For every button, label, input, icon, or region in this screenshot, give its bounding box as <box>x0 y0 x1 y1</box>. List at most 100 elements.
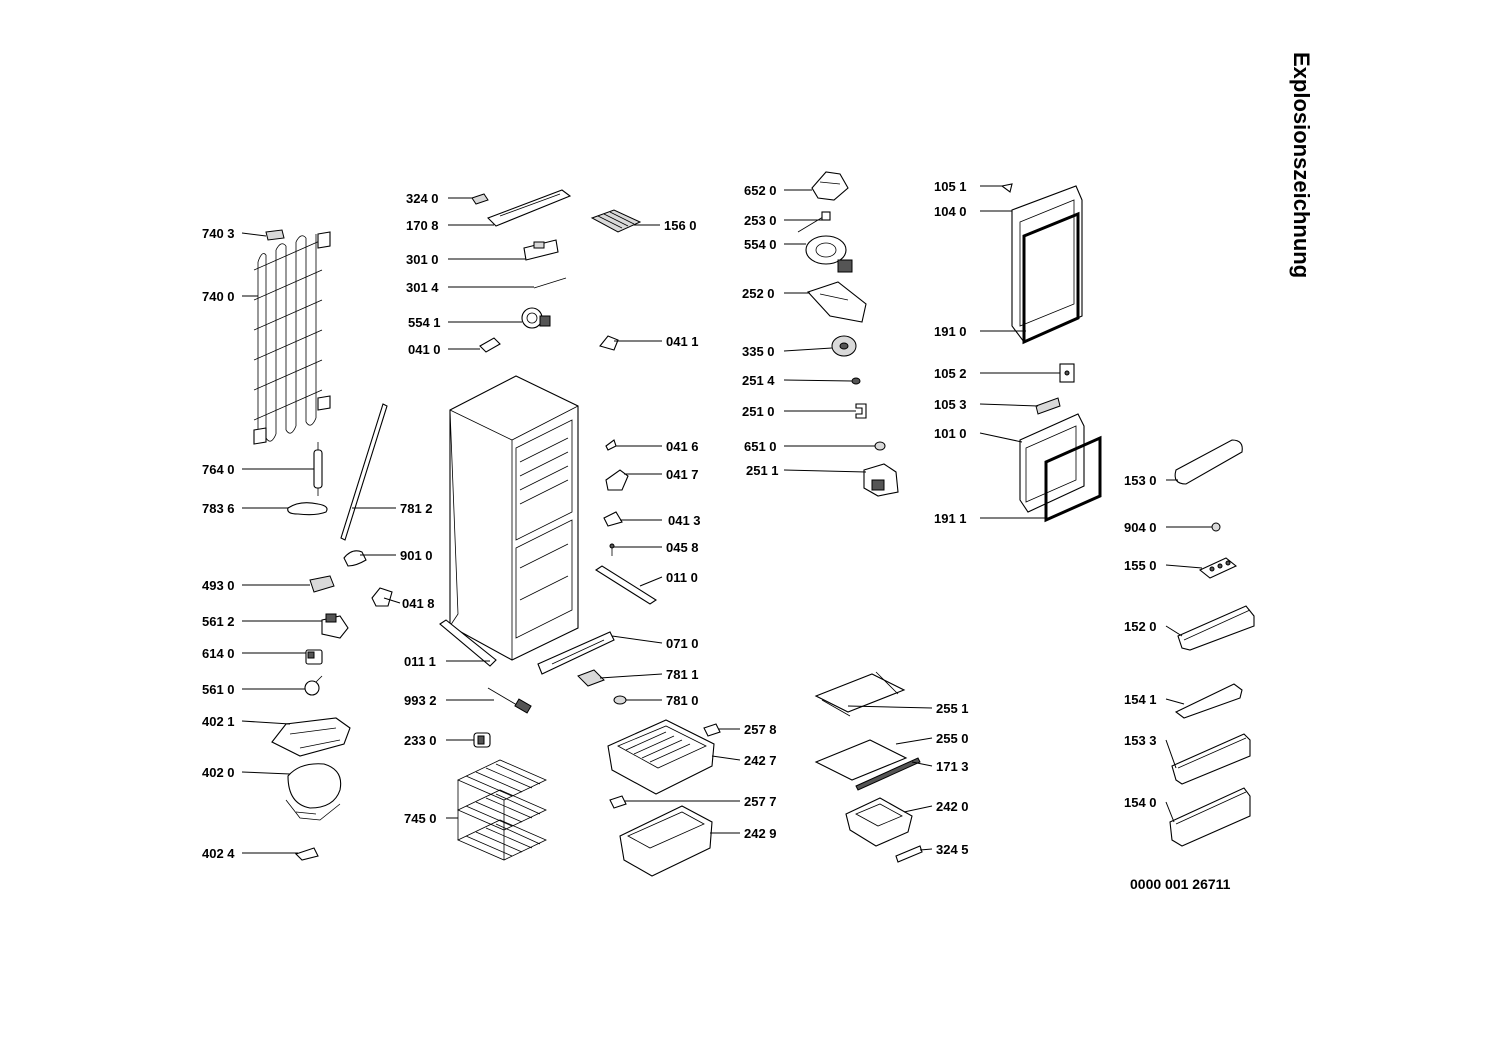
part-242-0-drawer <box>845 797 913 847</box>
part-561-2-relay-cover <box>321 613 349 639</box>
part-041-7-bracket <box>605 469 629 491</box>
label-011-0: 011 0 <box>666 570 698 585</box>
part-901-0-clip <box>343 550 367 567</box>
label-153-0: 153 0 <box>1124 473 1157 488</box>
part-614-0-relay <box>305 649 323 665</box>
part-041-1-bracket <box>599 335 619 351</box>
part-252-0-fan-housing <box>807 281 867 323</box>
part-153-0-egg-tray-cover <box>1174 439 1243 485</box>
label-171-3: 171 3 <box>936 759 969 774</box>
part-554-0-fan <box>805 235 853 273</box>
label-156-0: 156 0 <box>664 218 697 233</box>
label-904-0: 904 0 <box>1124 520 1157 535</box>
part-155-0-egg-tray <box>1198 557 1238 579</box>
part-011-0-rail <box>594 565 658 605</box>
label-901-0: 901 0 <box>400 548 433 563</box>
label-105-1: 105 1 <box>934 179 967 194</box>
label-783-6: 783 6 <box>202 501 235 516</box>
part-745-0-wire-shelves <box>457 759 547 861</box>
label-041-3: 041 3 <box>668 513 701 528</box>
part-255-0-glass-shelf <box>814 739 908 781</box>
part-011-1-rail <box>439 619 497 667</box>
part-045-8-screw <box>609 543 615 556</box>
label-191-1: 191 1 <box>934 511 967 526</box>
part-156-0-ice-tray <box>590 209 642 233</box>
part-105-3-hinge <box>1035 397 1061 415</box>
leader-lines <box>241 185 1212 854</box>
label-255-1: 255 1 <box>936 701 969 716</box>
label-740-3: 740 3 <box>202 226 235 241</box>
part-781-2-tube <box>340 403 388 541</box>
part-105-2-hinge-plate <box>1059 363 1075 383</box>
label-242-9: 242 9 <box>744 826 777 841</box>
label-152-0: 152 0 <box>1124 619 1157 634</box>
label-251-0: 251 0 <box>742 404 775 419</box>
label-104-0: 104 0 <box>934 204 967 219</box>
label-301-4: 301 4 <box>406 280 439 295</box>
label-154-1: 154 1 <box>1124 692 1157 707</box>
label-071-0: 071 0 <box>666 636 699 651</box>
part-781-1-part <box>577 669 605 687</box>
part-493-0-block <box>309 575 335 593</box>
label-251-4: 251 4 <box>742 373 775 388</box>
label-324-5: 324 5 <box>936 842 969 857</box>
label-335-0: 335 0 <box>742 344 775 359</box>
part-764-0-filter-drier <box>313 442 323 496</box>
part-191-0-door-seal <box>1022 211 1080 345</box>
label-041-8: 041 8 <box>402 596 435 611</box>
part-041-0-clip <box>479 337 501 353</box>
part-041-8-bracket <box>371 587 393 607</box>
label-041-7: 041 7 <box>666 467 699 482</box>
label-561-0: 561 0 <box>202 682 235 697</box>
part-335-0-wheel <box>831 335 857 357</box>
part-104-0-upper-door <box>1011 185 1083 343</box>
label-251-1: 251 1 <box>746 463 779 478</box>
label-191-0: 191 0 <box>934 324 967 339</box>
part-652-0-fan-motor <box>811 171 849 201</box>
label-255-0: 255 0 <box>936 731 969 746</box>
part-402-4-foot <box>294 847 319 861</box>
label-554-0: 554 0 <box>744 237 777 252</box>
part-783-6-hose <box>287 502 328 516</box>
part-191-1-door-seal <box>1044 435 1102 523</box>
part-041-6-small <box>605 439 617 451</box>
part-253-0-rod <box>797 211 831 233</box>
label-105-2: 105 2 <box>934 366 967 381</box>
diagram-title: Explosionszeichnung <box>1289 52 1314 278</box>
label-402-4: 402 4 <box>202 846 235 861</box>
label-764-0: 764 0 <box>202 462 235 477</box>
label-155-0: 155 0 <box>1124 558 1157 573</box>
part-101-0-lower-door <box>1019 413 1085 513</box>
part-301-4-strip <box>533 277 567 289</box>
part-labels: 740 3 740 0 764 0 783 6 781 2 901 0 493 … <box>202 179 1157 861</box>
label-740-0: 740 0 <box>202 289 235 304</box>
part-154-0-door-shelf <box>1169 787 1251 847</box>
label-011-1: 011 1 <box>404 654 436 669</box>
label-652-0: 652 0 <box>744 183 777 198</box>
part-781-0-knob <box>613 695 627 705</box>
part-251-4-nut <box>851 377 861 385</box>
label-045-8: 045 8 <box>666 540 699 555</box>
part-651-0-lamp <box>874 441 886 451</box>
label-402-0: 402 0 <box>202 765 235 780</box>
label-781-0: 781 0 <box>666 693 699 708</box>
label-651-0: 651 0 <box>744 439 777 454</box>
label-781-1: 781 1 <box>666 667 699 682</box>
part-cabinet <box>449 375 579 661</box>
part-904-0-button <box>1211 522 1221 532</box>
label-493-0: 493 0 <box>202 578 235 593</box>
part-105-1-hinge <box>1000 183 1013 193</box>
label-301-0: 301 0 <box>406 252 439 267</box>
part-402-0-compressor <box>285 763 342 821</box>
part-242-9-drawer <box>619 805 713 877</box>
label-041-0: 041 0 <box>408 342 441 357</box>
label-105-3: 105 3 <box>934 397 967 412</box>
label-252-0: 252 0 <box>742 286 775 301</box>
label-041-1: 041 1 <box>666 334 699 349</box>
part-071-0-cover <box>537 631 615 675</box>
part-152-0-door-shelf <box>1177 605 1255 651</box>
document-number: 0000 001 26711 <box>1130 876 1231 892</box>
part-324-0-pin <box>471 193 489 205</box>
label-993-2: 993 2 <box>404 693 437 708</box>
label-614-0: 614 0 <box>202 646 235 661</box>
